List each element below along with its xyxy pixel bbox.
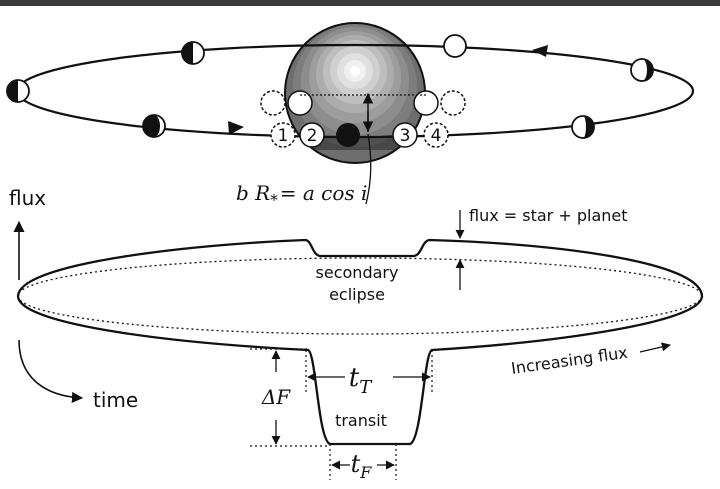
window-top-bar <box>0 0 720 6</box>
star-center <box>350 66 360 76</box>
contact-label-2: 2 <box>307 126 318 146</box>
planet-secondary-pos-2 <box>287 90 313 116</box>
flux-star-planet-label: flux = star + planet <box>469 206 628 225</box>
time-axis-label: time <box>93 388 138 412</box>
contact-label-4: 4 <box>431 126 442 146</box>
impact-equation: b R*= a cos i <box>236 181 367 209</box>
flux-curve <box>16 238 704 446</box>
delta-f-label: ΔF <box>261 385 291 409</box>
contact-3: 3 <box>392 122 418 148</box>
contact-4: 4 <box>423 122 449 148</box>
increasing-flux-label: Increasing flux <box>510 343 629 378</box>
orbit-arrow-back <box>532 45 548 57</box>
flux-axis-label: flux <box>9 186 46 210</box>
planet-mid-transit <box>336 123 360 147</box>
contact-label-1: 1 <box>278 126 289 146</box>
secondary-eclipse-label-2: eclipse <box>329 285 385 304</box>
planet-phase-front-left <box>142 114 166 138</box>
contact-1: 1 <box>270 122 296 148</box>
planet-phase-right-front <box>571 115 595 139</box>
t-total-label: tT <box>349 363 373 398</box>
planet-secondary-pos-1 <box>260 90 286 116</box>
planet-phase-back-left <box>181 41 205 65</box>
transit-label: transit <box>335 411 387 430</box>
planet-secondary-pos-4 <box>440 90 466 116</box>
planet-phase-left-edge <box>6 79 30 103</box>
star <box>284 22 426 164</box>
planet-secondary-pos-3 <box>413 90 439 116</box>
secondary-eclipse-label-1: secondary <box>316 263 399 282</box>
increasing-flux-arrow <box>639 342 671 353</box>
time-axis-arrow <box>18 339 84 404</box>
impact-pointer-line <box>365 133 372 205</box>
t-flat-label: tF <box>351 450 373 482</box>
planet-phase-right-back <box>630 58 654 82</box>
orbit-arrow-front <box>228 121 244 135</box>
contact-2: 2 <box>299 122 325 148</box>
planet-phase-back-right <box>443 34 467 58</box>
contact-label-3: 3 <box>400 126 411 146</box>
